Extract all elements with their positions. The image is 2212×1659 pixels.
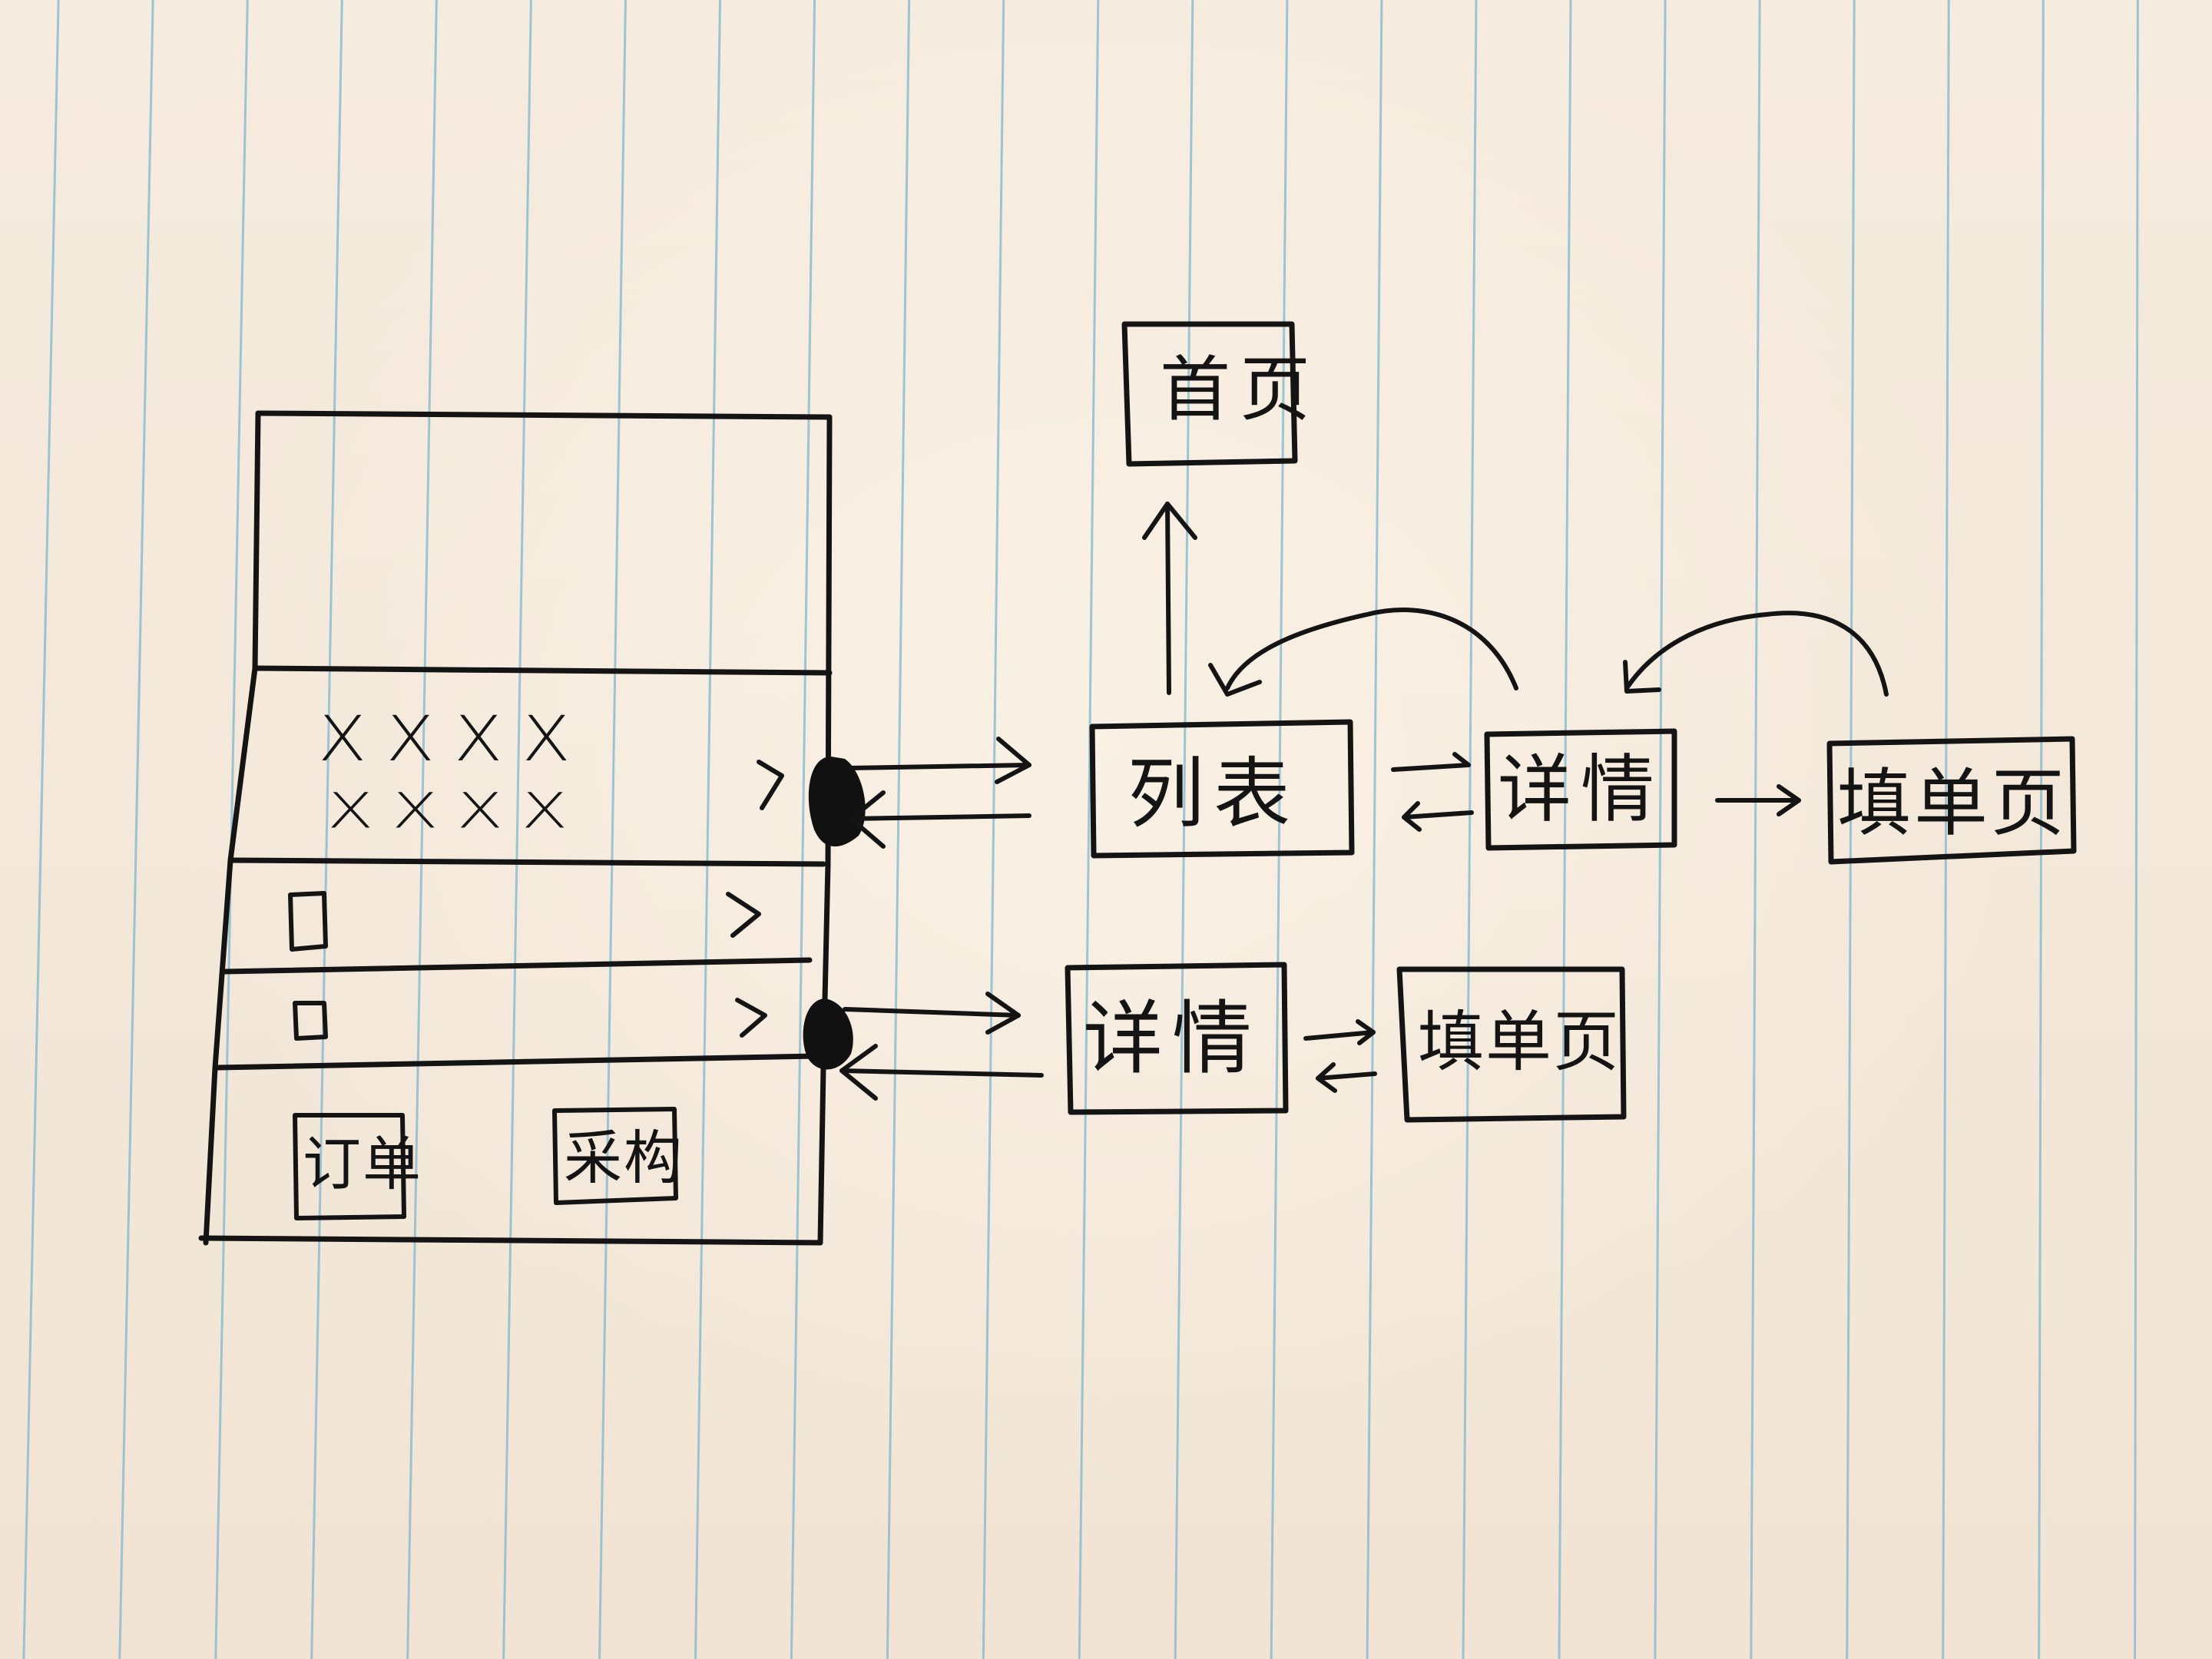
tab-second-label: 采构	[564, 1124, 684, 1192]
chevron-right-icon	[757, 760, 784, 810]
curve-detail-to-list	[1225, 608, 1518, 690]
row3-bottom-divider	[215, 1053, 819, 1071]
arrowhead-right	[985, 992, 1021, 1035]
box-detail-bottom	[1065, 962, 1289, 1115]
checkbox-icon	[288, 891, 328, 952]
list-item-marks-row2: XXXX	[327, 782, 587, 839]
box-detail-top	[1484, 728, 1677, 851]
arrow-to-detail-bottom	[843, 1007, 1021, 1018]
arrowhead-right	[1452, 752, 1471, 767]
label-form-top: 填单页	[1837, 760, 2068, 846]
list-item-marks-row1: XXXX	[318, 702, 590, 776]
arrow-back-from-list	[849, 813, 1031, 821]
box-form-bottom	[1396, 966, 1627, 1123]
chevron-right-icon	[735, 998, 767, 1038]
arrow-list-to-home	[1165, 502, 1171, 695]
arrow-to-list	[846, 763, 1031, 770]
arrowhead-right	[1356, 1019, 1376, 1045]
label-detail-top: 详情	[1498, 747, 1664, 833]
arrow-back-from-detail	[839, 1068, 1044, 1078]
label-detail-bottom: 详情	[1083, 992, 1262, 1085]
arrowhead-left	[839, 1044, 878, 1101]
flow-boxes	[1065, 321, 2077, 1123]
arrow-list-to-detail	[1391, 763, 1471, 772]
label-home: 首页	[1160, 349, 1320, 431]
tab-orders-box	[293, 1113, 406, 1220]
tab-orders-label: 订单	[303, 1130, 422, 1198]
chevron-right-icon	[726, 892, 761, 938]
wireframe-arrows	[839, 737, 1044, 1101]
tab-second-box	[552, 1107, 678, 1205]
phone-top-edge	[255, 410, 833, 420]
phone-right-edge	[817, 414, 833, 1246]
box-list	[1089, 719, 1355, 859]
arrowhead-curve	[1208, 663, 1262, 697]
checkbox-icon	[293, 1001, 328, 1041]
phone-left-edge-upper	[252, 410, 261, 671]
row1-bottom-divider	[227, 857, 826, 867]
arrowhead-left	[849, 790, 886, 849]
arrowhead-left	[1316, 1062, 1337, 1093]
connector-dot-top	[808, 757, 866, 847]
arrowhead-curve	[1623, 660, 1661, 694]
arrowhead-right	[995, 737, 1031, 784]
arrowhead-left	[1402, 801, 1422, 832]
arrow-detail-to-form-bottom	[1303, 1030, 1376, 1041]
connector-dot-bottom	[803, 998, 853, 1070]
label-form-bottom: 填单页	[1418, 1004, 1621, 1081]
box-home	[1121, 321, 1298, 467]
header-divider	[252, 665, 833, 676]
arrow-detail-to-list	[1402, 810, 1474, 820]
phone-bottom-edge	[198, 1235, 823, 1246]
phone-left-edge-lower	[203, 665, 258, 1246]
curve-form-to-detail	[1624, 611, 1889, 697]
row2-bottom-divider	[221, 957, 813, 975]
phone-wireframe	[198, 410, 866, 1246]
label-list: 列表	[1128, 749, 1300, 839]
arrowhead-up	[1142, 502, 1197, 540]
arrow-form-to-detail-bottom	[1316, 1071, 1377, 1081]
box-form-top	[1826, 736, 2077, 865]
arrowhead-right	[1777, 784, 1801, 816]
flow-arrows	[1142, 502, 1889, 1093]
